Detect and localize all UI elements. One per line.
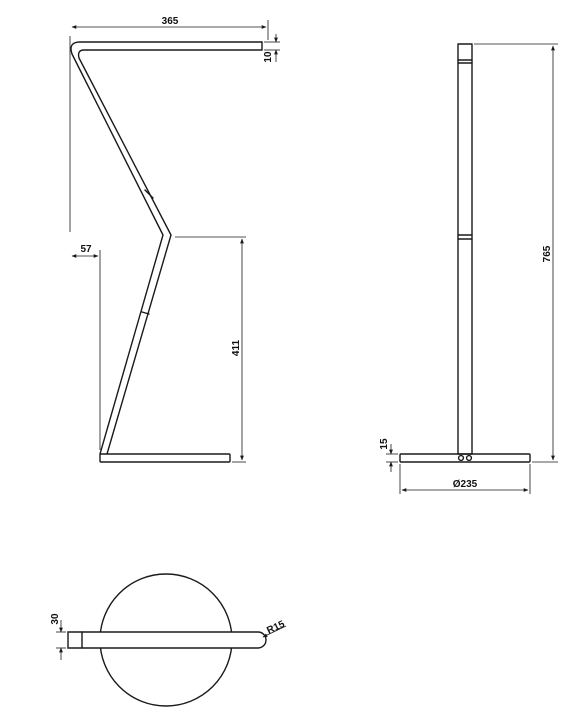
dim-end-radius: R15	[262, 619, 287, 638]
front-view-upright	[457, 43, 473, 455]
side-view-joint-mark-upper	[144, 189, 154, 199]
front-view-screw-left	[457, 454, 465, 462]
dim-bar-width-label: 30	[50, 613, 61, 625]
front-view-screw-right	[465, 454, 473, 462]
front-view-base-plate	[399, 453, 531, 463]
dim-end-radius-label: R15	[265, 619, 287, 637]
side-view-rod-inner	[77, 49, 263, 455]
dim-end-thickness: 10	[263, 34, 280, 63]
side-view: 365 10 57 411	[69, 16, 280, 463]
dim-knee-height-label: 411	[231, 339, 242, 356]
dim-offset-label: 57	[80, 244, 92, 255]
side-view-base-plate	[99, 453, 231, 463]
plan-view: 30 R15	[50, 573, 287, 707]
dim-top-width-label: 365	[162, 16, 179, 27]
dim-base-diameter: Ø235	[399, 464, 531, 494]
dim-bar-width: 30	[50, 613, 66, 660]
dim-knee-height: 411	[175, 236, 246, 463]
dim-total-height: 765	[474, 43, 558, 463]
dim-base-thickness: 15	[379, 438, 398, 472]
side-view-rod-outer	[70, 41, 263, 455]
front-view: 765 15 Ø235	[379, 43, 558, 494]
dim-top-width: 365	[69, 16, 269, 232]
dim-base-thickness-label: 15	[379, 438, 390, 450]
dim-end-thickness-label: 10	[263, 51, 274, 63]
dim-total-height-label: 765	[542, 245, 553, 262]
side-view-joint-mark-lower	[141, 311, 150, 315]
plan-view-rod	[67, 631, 267, 649]
dim-base-diameter-label: Ø235	[453, 479, 478, 490]
dim-offset: 57	[71, 244, 101, 450]
